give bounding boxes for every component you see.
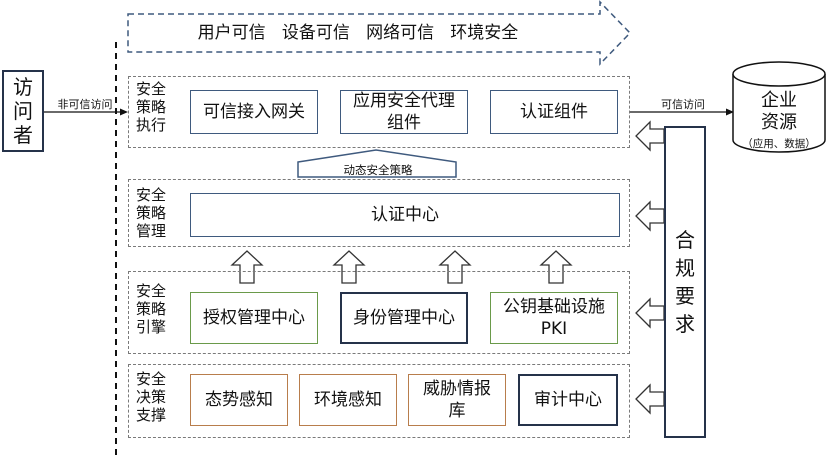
identity-center-box: 身份管理中心 (340, 292, 468, 344)
environment-awareness-box: 环境感知 (299, 374, 397, 426)
engine-layer (128, 271, 630, 354)
auth-center-box: 认证中心 (190, 193, 620, 237)
compliance-label: 合 规 要 求 (675, 228, 695, 336)
enterprise-cylinder (732, 61, 826, 153)
authorization-center-box: 授权管理中心 (190, 292, 318, 344)
pki-box: 公钥基础设施 PKI (490, 292, 618, 344)
management-layer-label: 安全 策略 管理 (135, 186, 166, 240)
engine-layer-label: 安全 策略 引擎 (135, 282, 166, 336)
trusted-gateway-box: 可信接入网关 (190, 90, 318, 134)
visitor-box: 访 问 者 (2, 70, 44, 152)
compliance-box: 合 规 要 求 (664, 126, 706, 438)
trusted-access-label: 可信访问 (661, 98, 705, 111)
banner-arrow-shape (127, 0, 632, 66)
enterprise-title: 企业 资源 (761, 90, 797, 133)
situation-awareness-box: 态势感知 (190, 374, 288, 426)
dynamic-policy-arrow (297, 149, 457, 178)
threat-intel-box: 威胁情报 库 (408, 374, 506, 426)
app-security-proxy-box: 应用安全代理 组件 (340, 90, 468, 134)
decision-layer (128, 364, 630, 438)
management-layer (128, 179, 630, 247)
audit-center-box: 审计中心 (518, 374, 618, 426)
up-arrows (230, 250, 573, 284)
decision-layer-label: 安全 决策 支撑 (135, 370, 166, 424)
visitor-label: 访 问 者 (13, 75, 33, 147)
dynamic-policy-label: 动态安全策略 (343, 163, 413, 177)
enterprise-subtitle: （应用、数据） (742, 138, 816, 150)
execution-layer-label: 安全 策略 执行 (135, 80, 166, 134)
untrusted-access-label: 非可信访问 (57, 98, 113, 111)
execution-layer (128, 76, 630, 148)
compliance-arrows (635, 120, 665, 415)
banner-text: 用户可信 设备可信 网络可信 环境安全 (197, 23, 519, 43)
auth-component-box: 认证组件 (490, 90, 618, 134)
